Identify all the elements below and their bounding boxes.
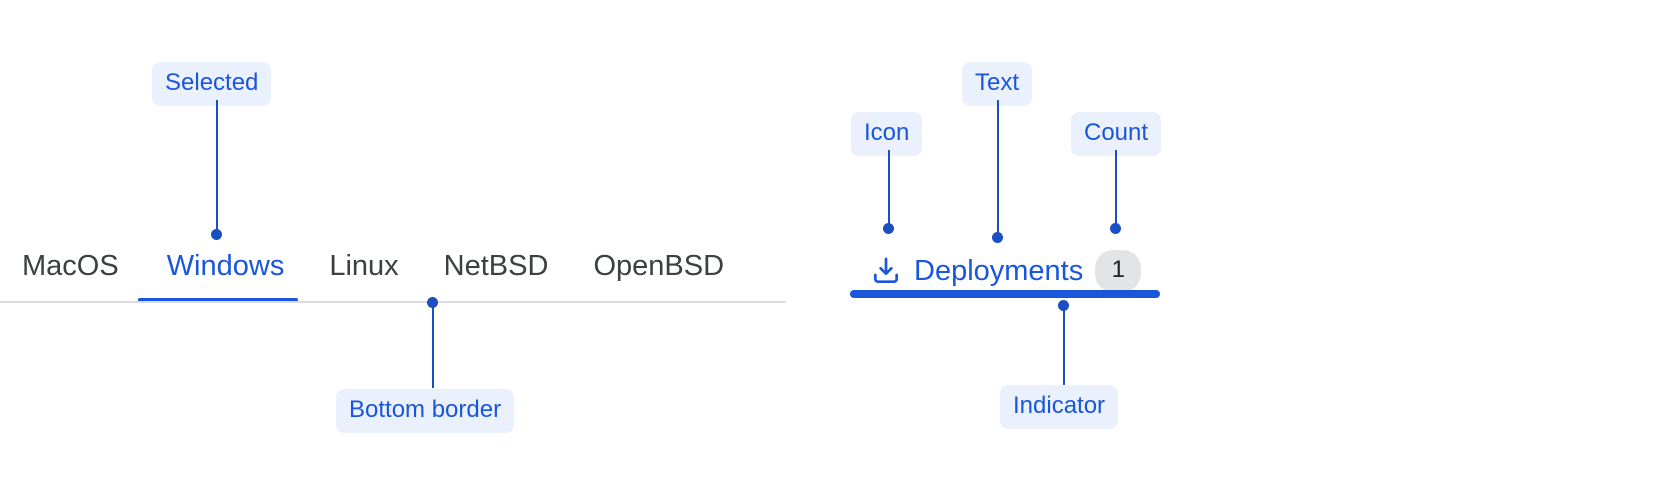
tab-netbsd-label: NetBSD [443, 250, 549, 282]
download-icon [870, 255, 902, 287]
tab-deployments[interactable]: Deployments 1 [870, 246, 1142, 302]
tab-openbsd[interactable]: OpenBSD [593, 246, 724, 281]
annotation-dot-selected [211, 229, 222, 240]
annotation-connector-indicator [1063, 307, 1065, 385]
annotation-label-selected: Selected [152, 62, 272, 106]
tab-row: MacOS Windows Linux NetBSD OpenBSD [0, 246, 786, 300]
selected-tab-underline [138, 298, 298, 302]
annotation-label-bottom-border: Bottom border [336, 389, 515, 433]
tab-netbsd[interactable]: NetBSD [444, 246, 549, 281]
tab-macos[interactable]: MacOS [22, 246, 119, 281]
annotation-label-text: Text [962, 62, 1033, 106]
annotation-connector-icon [888, 150, 890, 227]
annotation-dot-icon [883, 223, 894, 234]
annotation-connector-text [997, 100, 999, 236]
tab-openbsd-label: OpenBSD [593, 250, 725, 282]
annotation-label-indicator: Indicator [1000, 385, 1119, 429]
annotation-dot-bottom-border [427, 297, 438, 308]
annotation-connector-bottom-border [432, 304, 434, 388]
tab-windows-label: Windows [166, 250, 285, 282]
annotation-connector-selected [216, 100, 218, 233]
os-tab-bar[interactable]: MacOS Windows Linux NetBSD OpenBSD [0, 246, 786, 302]
tab-linux[interactable]: Linux [329, 246, 398, 281]
annotation-dot-text [992, 232, 1003, 243]
selected-tab-indicator [850, 290, 1160, 298]
annotation-label-count: Count [1071, 112, 1162, 156]
annotation-label-icon: Icon [851, 112, 923, 156]
tab-windows[interactable]: Windows [167, 246, 285, 281]
tab-deployments-inner: Deployments 1 [870, 246, 1142, 292]
tab-bar-bottom-border [0, 301, 786, 303]
tab-linux-label: Linux [329, 250, 399, 282]
tab-macos-label: MacOS [22, 250, 119, 282]
annotation-dot-indicator [1058, 300, 1069, 311]
annotation-connector-count [1115, 150, 1117, 227]
deployments-count-badge: 1 [1095, 250, 1142, 292]
tab-deployments-label: Deployments [914, 254, 1084, 287]
annotation-dot-count [1110, 223, 1121, 234]
